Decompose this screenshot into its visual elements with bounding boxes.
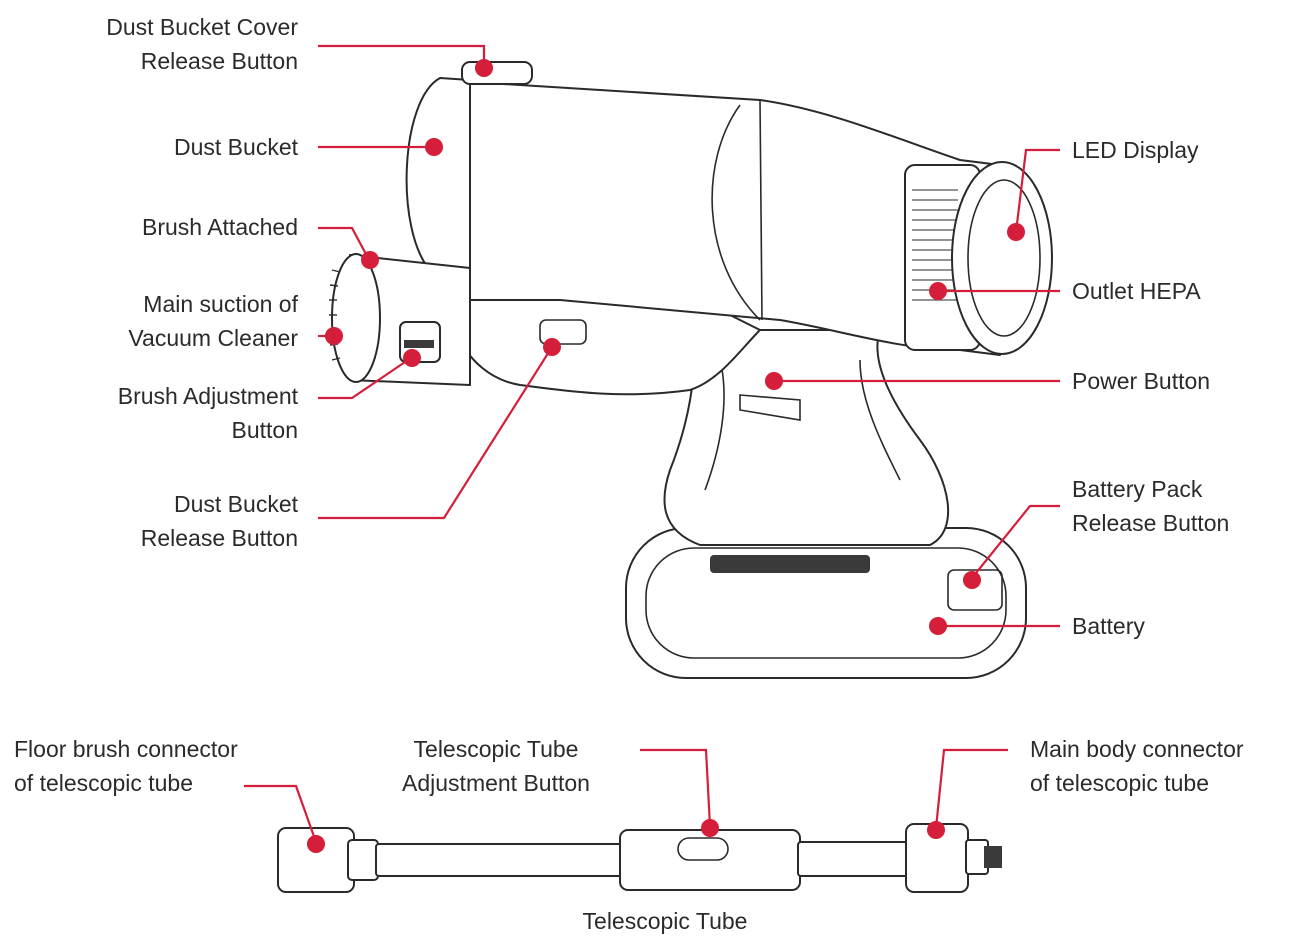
label-line: of telescopic tube [14, 770, 194, 796]
label-battery-pack-release: Battery Pack Release Button [1072, 472, 1229, 540]
label-dust-bucket-release: Dust Bucket Release Button [141, 487, 298, 555]
label-line: Dust Bucket Cover [106, 14, 298, 40]
callout-dots [307, 59, 1025, 853]
label-brush-attached: Brush Attached [142, 210, 298, 244]
label-line: LED Display [1072, 137, 1199, 163]
label-line: Brush Attached [142, 214, 298, 240]
label-line: Brush Adjustment [117, 383, 298, 409]
label-line: Release Button [140, 48, 298, 74]
label-line: Battery Pack [1072, 476, 1203, 502]
handle-shape [663, 329, 950, 546]
label-line: Main suction of [143, 291, 298, 317]
label-line: Main body connector [1030, 736, 1244, 762]
label-telescopic-tube-adjustment: Telescopic Tube Adjustment Button [376, 732, 616, 800]
label-line: Adjustment Button [402, 770, 590, 796]
label-line: of telescopic tube [1030, 770, 1210, 796]
caption-telescopic-tube: Telescopic Tube [540, 904, 790, 938]
label-line: Release Button [1072, 510, 1230, 536]
label-brush-adjustment: Brush Adjustment Button [118, 379, 298, 447]
label-line: Dust Bucket [174, 134, 298, 160]
label-line: Floor brush connector [14, 736, 238, 762]
label-line: Release Button [140, 525, 298, 551]
label-battery: Battery [1072, 609, 1145, 643]
label-floor-brush-connector: Floor brush connector of telescopic tube [14, 732, 238, 800]
label-line: Outlet HEPA [1072, 278, 1201, 304]
label-dust-bucket-cover-release: Dust Bucket Cover Release Button [106, 10, 298, 78]
label-line: Button [231, 417, 299, 443]
label-main-suction: Main suction of Vacuum Cleaner [128, 287, 298, 355]
outlet-shape [904, 161, 1053, 355]
label-line: Telescopic Tube [413, 736, 579, 762]
label-line: Battery [1072, 613, 1145, 639]
label-main-body-connector: Main body connector of telescopic tube [1030, 732, 1244, 800]
label-line: Power Button [1072, 368, 1211, 394]
caption-text: Telescopic Tube [582, 908, 748, 934]
label-line: Dust Bucket [174, 491, 298, 517]
battery-shape [625, 527, 1027, 679]
motor-housing-shape [419, 79, 1001, 356]
telescopic-tube-shape [277, 823, 1002, 893]
label-led-display: LED Display [1072, 133, 1199, 167]
label-power-button: Power Button [1072, 364, 1210, 398]
label-dust-bucket: Dust Bucket [174, 130, 298, 164]
label-line: Vacuum Cleaner [128, 325, 298, 351]
label-outlet-hepa: Outlet HEPA [1072, 274, 1201, 308]
dust-bucket-shape [405, 61, 533, 279]
